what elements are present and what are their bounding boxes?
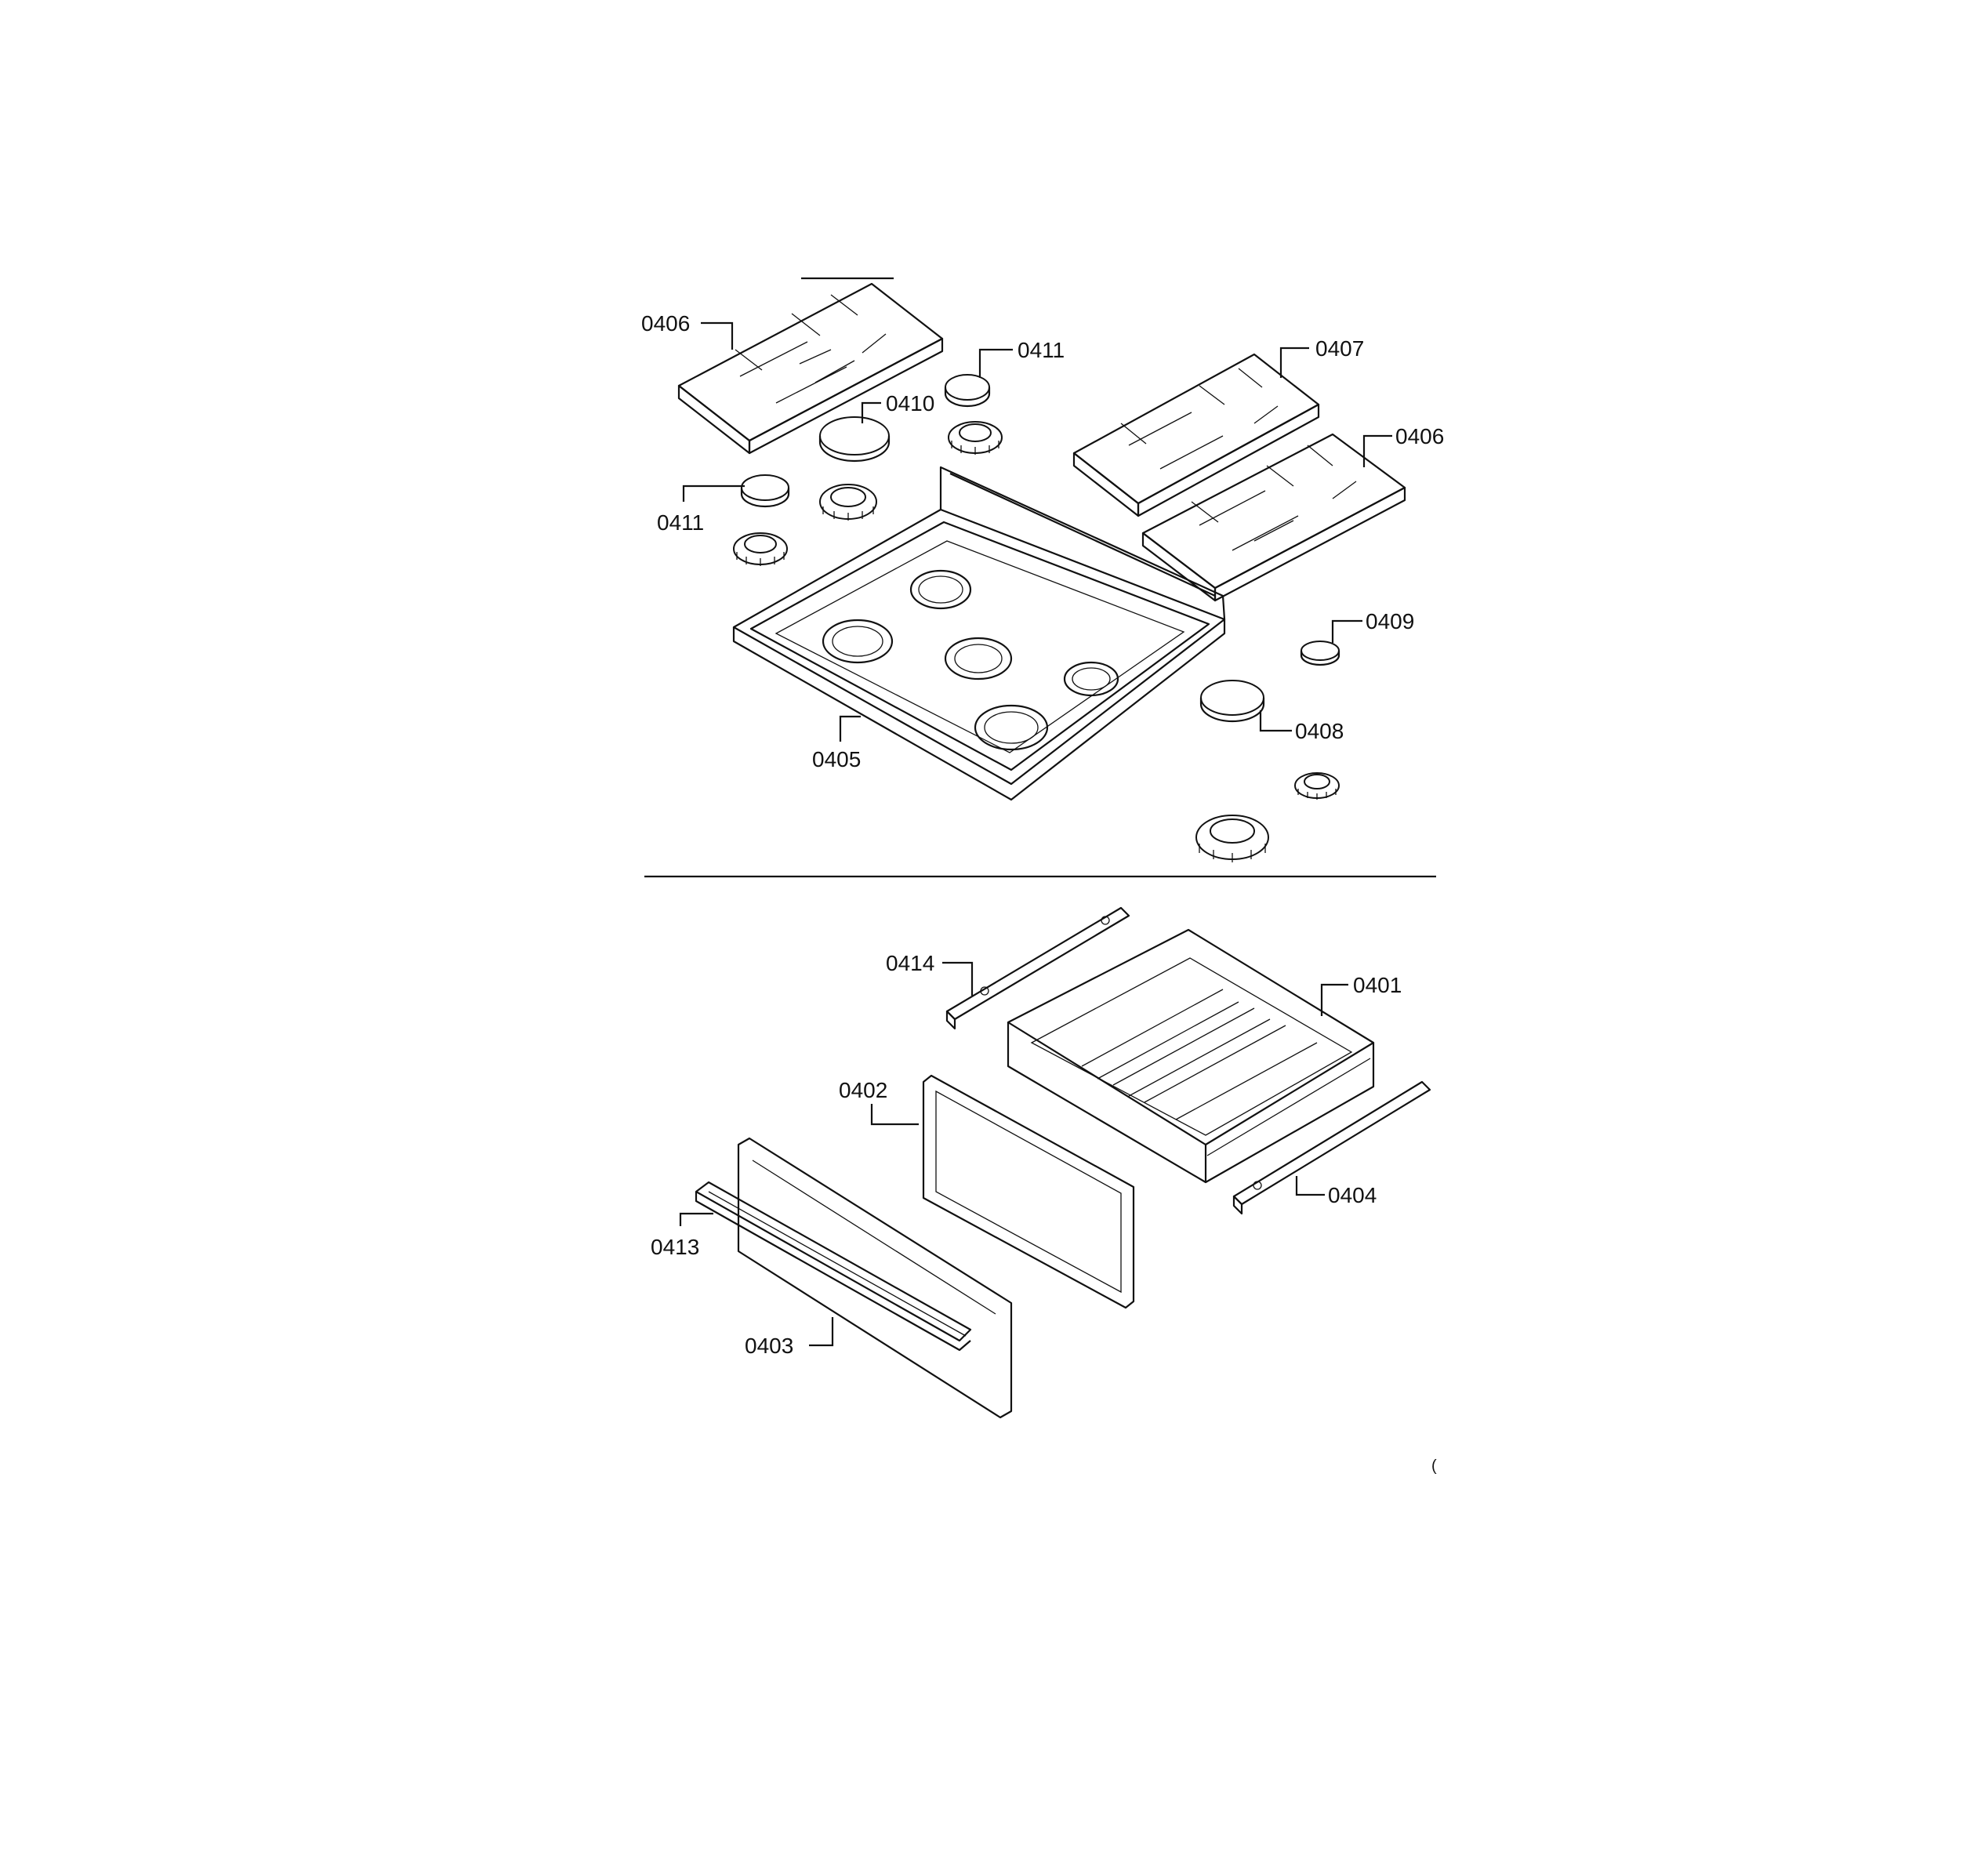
burner-cap-0410 <box>818 416 891 463</box>
burner-head-e <box>1195 815 1269 862</box>
burner-cap-0411-lower <box>740 474 790 508</box>
leader-0403 <box>809 1317 834 1347</box>
grate-right-lower <box>1141 433 1406 602</box>
label-0409: 0409 <box>1366 609 1414 633</box>
leader-0411-a <box>978 348 1013 378</box>
label-0401: 0401 <box>1353 973 1402 997</box>
drawer-rail-0404 <box>1232 1080 1431 1215</box>
label-0413: 0413 <box>651 1235 699 1259</box>
label-0402: 0402 <box>839 1078 887 1102</box>
burner-head-a <box>948 421 1003 455</box>
leader-0405 <box>839 715 861 742</box>
grate-left-top <box>677 282 944 455</box>
drawer-panel-0402 <box>922 1074 1135 1309</box>
leader-0410 <box>861 401 881 423</box>
label-0411-b: 0411 <box>657 510 704 535</box>
label-0411-a: 0411 <box>1018 338 1065 362</box>
leader-0409 <box>1331 619 1362 643</box>
burner-cap-0411-upper <box>944 374 991 408</box>
drawer-handle-0413 <box>695 1181 972 1352</box>
label-0407: 0407 <box>1315 336 1364 361</box>
leader-0407 <box>1279 347 1309 378</box>
leader-0402 <box>870 1104 919 1126</box>
leader-0401 <box>1320 983 1348 1016</box>
label-0404: 0404 <box>1328 1183 1377 1207</box>
burner-head-c <box>733 532 788 566</box>
label-0414: 0414 <box>886 951 934 975</box>
label-0403: 0403 <box>745 1334 793 1358</box>
grate-right-upper <box>1072 353 1320 517</box>
drawer-rail-0414 <box>945 906 1130 1030</box>
label-0406-b: 0406 <box>1395 424 1444 448</box>
burner-head-b <box>819 484 877 521</box>
drawer-front-0403 <box>737 1137 1013 1419</box>
leader-0413 <box>679 1212 713 1226</box>
label-0405: 0405 <box>812 747 861 771</box>
leader-0411-b <box>682 485 745 502</box>
drawer-body-0401 <box>1007 928 1375 1184</box>
label-0406-a: 0406 <box>641 311 690 336</box>
label-0410: 0410 <box>886 391 934 416</box>
leader-0404 <box>1295 1176 1325 1196</box>
label-0408: 0408 <box>1295 719 1344 743</box>
leader-0406-b <box>1362 434 1392 467</box>
burner-cap-0409 <box>1300 641 1340 666</box>
burner-cap-0408 <box>1199 680 1265 723</box>
cooktop-0405 <box>732 466 1226 801</box>
leader-0406-a <box>701 321 734 350</box>
stray-mark: ( <box>1431 1457 1437 1475</box>
leader-0414 <box>942 961 974 996</box>
leader-0408 <box>1259 710 1292 732</box>
burner-head-d <box>1294 772 1340 800</box>
